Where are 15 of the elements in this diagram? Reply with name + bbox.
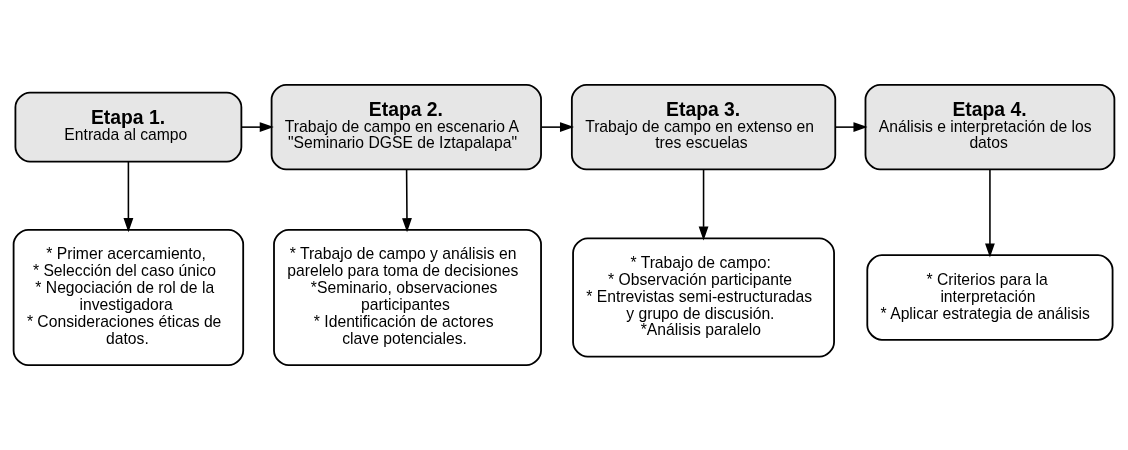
- node-box: * Trabajo de campo y análisis en parelelo para toma de decisiones *Seminario, observaciones participantes * Identificación de actores clave potenciales.: [273, 228, 542, 367]
- node-box: Etapa 1. Entrada al campo: [14, 91, 243, 163]
- node-box: * Primer acercamiento, * Selección del caso único * Negociación de rol de la investigadora * Consideraciones éticas de datos.: [12, 228, 245, 367]
- node-box: Etapa 2. Trabajo de campo en escenario A "Seminario DGSE de Iztapalapa": [270, 83, 542, 171]
- node-box: * Trabajo de campo: * Observación participante * Entrevistas semi-estructuradas y grupo de discusión. *Análisis paralelo: [572, 237, 835, 358]
- arrow: [540, 122, 574, 133]
- arrow: [123, 161, 134, 233]
- node-box: Etapa 3. Trabajo de campo en extenso en tres escuelas: [570, 83, 837, 171]
- node-box: * Criterios para la interpretación * Aplicar estrategia de análisis: [866, 254, 1114, 341]
- node-box: Etapa 4. Análisis e interpretación de los datos: [864, 83, 1116, 171]
- arrow: [698, 168, 709, 241]
- arrow: [834, 122, 868, 133]
- arrow: [241, 122, 274, 133]
- arrow: [985, 168, 995, 258]
- arrow: [402, 168, 412, 233]
